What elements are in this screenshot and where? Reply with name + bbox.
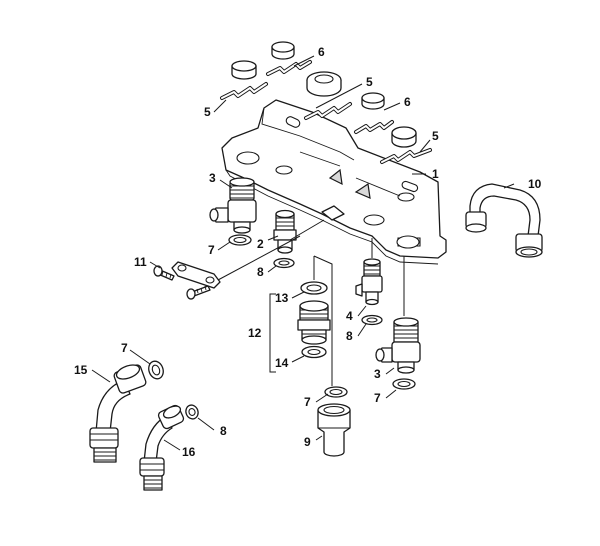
service-valve-part-4 (355, 258, 383, 306)
sealing-washer-part-7-lower (324, 386, 348, 398)
callout-11: 11 (134, 255, 147, 269)
callout-3-left: 3 (209, 171, 216, 185)
callout-7-right: 7 (374, 391, 381, 405)
callout-7-lower: 7 (304, 395, 311, 409)
callout-7-left: 7 (208, 243, 215, 257)
bent-pipe-part-15 (89, 364, 147, 463)
spring-clip-part-5-mid (354, 120, 394, 134)
adaptor-part-9 (317, 403, 351, 457)
callout-16: 16 (182, 445, 196, 459)
callout-9: 9 (304, 435, 311, 449)
spring-clip-part-5-top (266, 60, 312, 76)
callout-4: 4 (346, 309, 353, 323)
mounting-bracket-part-1 (221, 99, 447, 265)
screw-part-11-upper (153, 265, 175, 281)
sealing-grommet-center (306, 71, 342, 97)
plug-cap-left (231, 60, 257, 80)
spring-clip-part-5-center (304, 102, 352, 120)
callout-8-right: 8 (346, 329, 353, 343)
sealing-washer-part-8-upper (273, 257, 295, 269)
sealing-washer-part-7-left (228, 234, 252, 246)
plug-cap-part-6-mid (361, 92, 385, 110)
plug-cap-part-6-top (271, 41, 295, 60)
callout-5-right: 5 (432, 129, 439, 143)
callout-12: 12 (248, 326, 262, 340)
callout-15: 15 (74, 363, 88, 377)
callout-7-pipe: 7 (121, 341, 128, 355)
callout-6-mid: 6 (404, 95, 411, 109)
pipe-nipple-part-12 (297, 300, 331, 345)
callout-1: 1 (432, 167, 439, 181)
callout-8-pipe: 8 (220, 424, 227, 438)
callout-13: 13 (275, 291, 289, 305)
callout-5-left: 5 (204, 105, 211, 119)
bent-pipe-part-16 (139, 404, 185, 491)
sealing-washer-part-13 (300, 281, 328, 295)
link-strap (171, 261, 221, 289)
sealing-washer-part-8-right (361, 314, 383, 326)
assembly-guide-lines (217, 219, 405, 386)
callout-14: 14 (275, 356, 289, 370)
callout-3-right: 3 (374, 367, 381, 381)
sealing-washer-part-8-pipe (185, 404, 199, 420)
threaded-fitting-part-2 (273, 209, 297, 254)
isolation-valve-part-3-right (375, 317, 421, 374)
sealing-washer-part-7-pipe (148, 360, 164, 380)
callout-6-top: 6 (318, 45, 325, 59)
screw-part-11-lower (186, 285, 211, 300)
callout-10: 10 (528, 177, 542, 191)
isolation-valve-part-3-left (209, 177, 257, 234)
callout-2: 2 (257, 237, 264, 251)
plug-cap-right (391, 126, 417, 148)
callout-leaders (91, 55, 515, 451)
bent-pipe-part-10 (465, 183, 543, 258)
callout-8-upper: 8 (257, 265, 264, 279)
sealing-washer-part-7-right (392, 378, 416, 390)
callout-labels: 1 2 3 3 4 5 5 5 6 6 7 7 7 7 8 8 8 9 10 1… (74, 45, 542, 459)
sealing-washer-part-14 (301, 345, 327, 359)
callout-5-center: 5 (366, 75, 373, 89)
spring-clip-part-5-right (380, 148, 432, 164)
spring-clip-part-5-left (220, 82, 268, 100)
